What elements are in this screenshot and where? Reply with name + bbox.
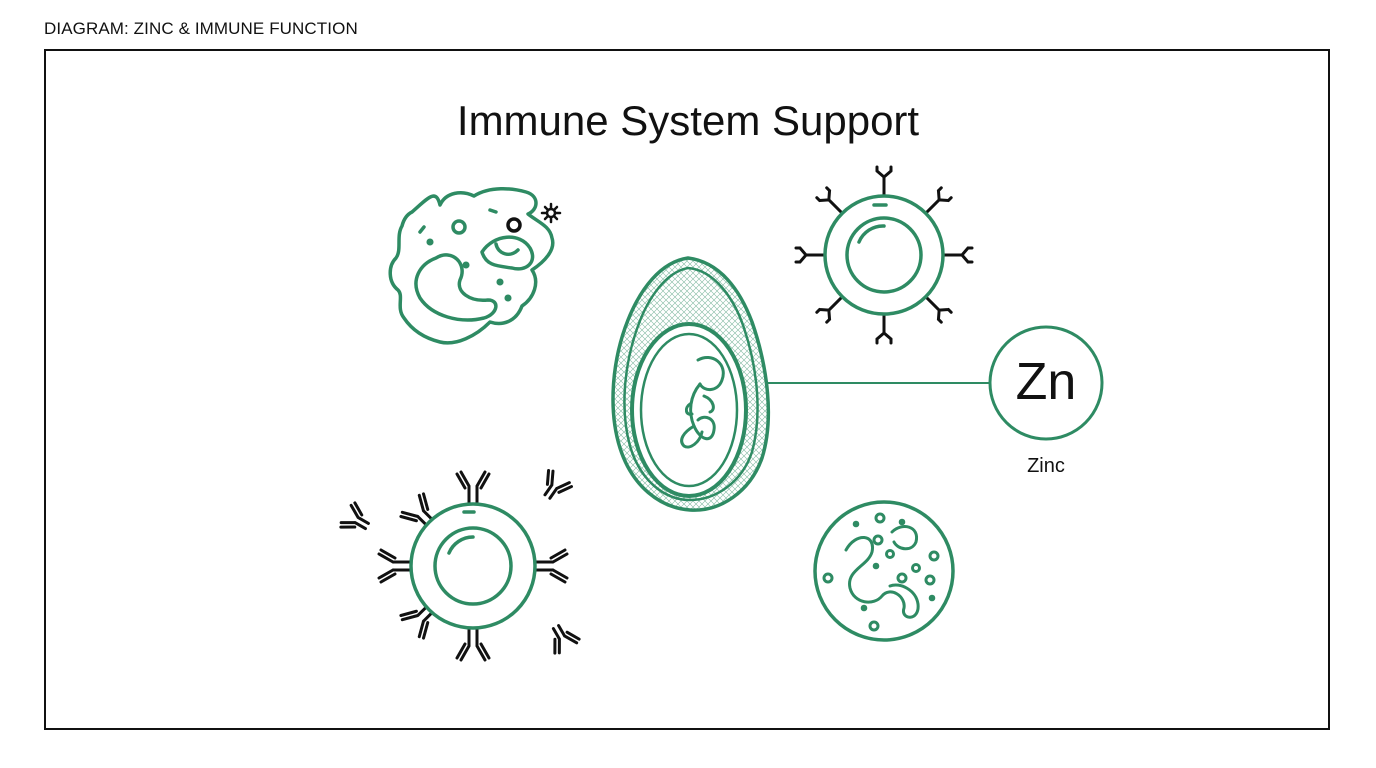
zinc-symbol: Zn bbox=[1015, 353, 1077, 411]
granulocyte-icon bbox=[813, 500, 955, 642]
diagram-title: Immune System Support bbox=[456, 97, 920, 144]
diagram-header-label: DIAGRAM: ZINC & IMMUNE FUNCTION bbox=[44, 19, 358, 38]
macrophage-icon bbox=[388, 187, 562, 345]
zinc-name-label: Zinc bbox=[1027, 455, 1065, 477]
diagram-frame bbox=[44, 49, 1330, 730]
b-cell-antibody-icon bbox=[339, 469, 581, 662]
t-cell-receptor-icon bbox=[794, 165, 974, 345]
zinc-element-circle bbox=[988, 325, 1104, 441]
embryo-egg-icon bbox=[611, 256, 771, 512]
